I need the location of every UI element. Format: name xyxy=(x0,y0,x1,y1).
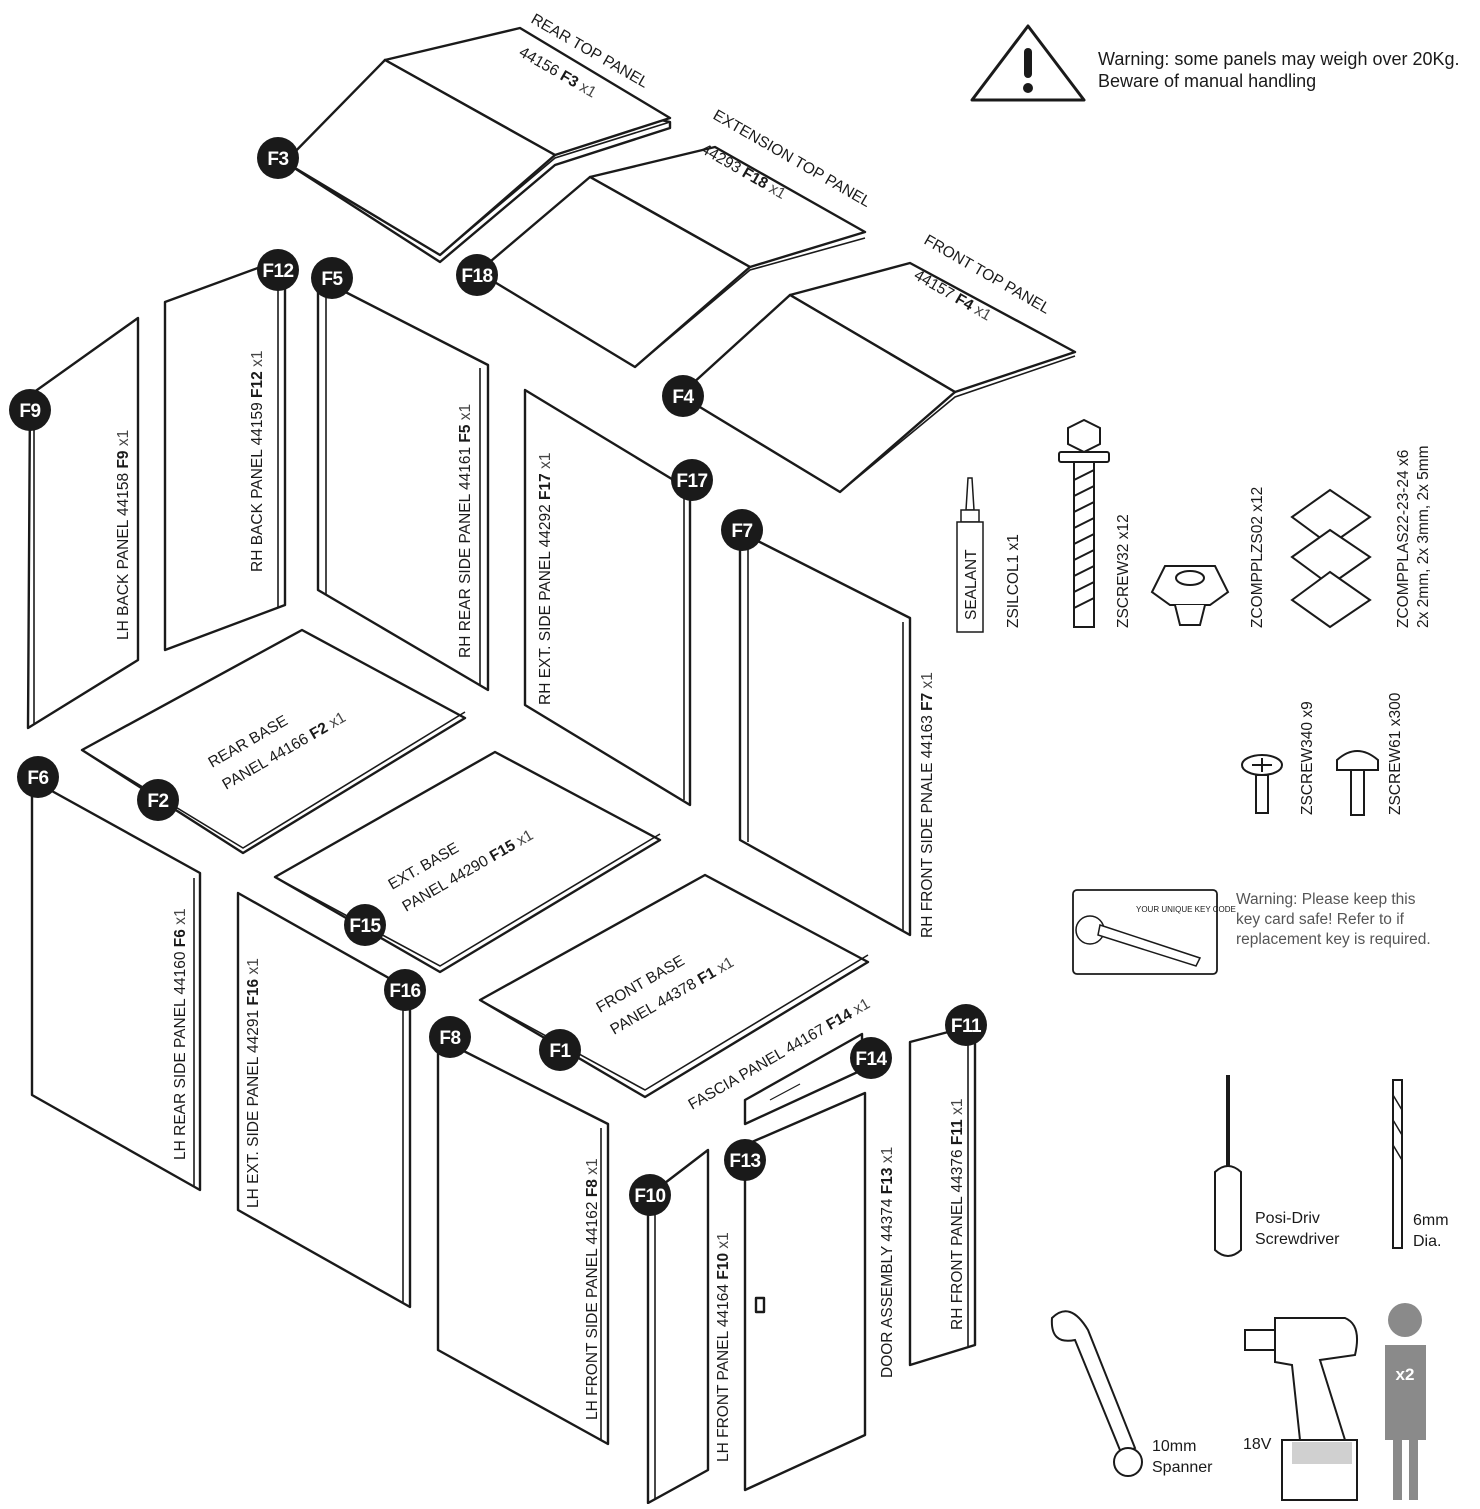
drill-bit-label-2: Dia. xyxy=(1413,1233,1442,1250)
part-badges: F3 F18 F4 F12 F5 F9 F17 F7 F2 F6 F15 F16… xyxy=(9,137,987,1216)
key-card-icon xyxy=(1072,889,1218,975)
zcompplas-detail: 2x 2mm, 2x 3mm, 2x 5mm xyxy=(1415,445,1432,628)
person-icon xyxy=(1385,1303,1426,1500)
zcompplzs02-label: ZCOMPPLZS02 x12 xyxy=(1249,487,1266,628)
badge-f7: F7 xyxy=(721,509,763,551)
label-rh-back: RH BACK PANEL 44159 F12 x1 xyxy=(249,351,266,572)
lh-front-panel xyxy=(646,1148,710,1505)
screwdriver-label-2: Screwdriver xyxy=(1255,1231,1340,1248)
drill-icon xyxy=(1244,1317,1358,1501)
svg-text:F10: F10 xyxy=(634,1186,665,1207)
drill-bit-label-1: 6mm xyxy=(1413,1212,1449,1229)
svg-text:F4: F4 xyxy=(672,387,694,408)
spanner-label-1: 10mm xyxy=(1152,1438,1197,1455)
badge-f10: F10 xyxy=(629,1174,671,1216)
label-rh-ext-side: RH EXT. SIDE PANEL 44292 F17 x1 xyxy=(537,453,554,705)
badge-f15: F15 xyxy=(344,904,386,946)
badge-f12: F12 xyxy=(257,249,299,291)
sealant-code: ZSILCOL1 x1 xyxy=(1005,534,1022,628)
svg-text:F14: F14 xyxy=(855,1049,887,1070)
bolt-icon xyxy=(1058,418,1110,628)
svg-text:F12: F12 xyxy=(262,261,293,282)
svg-text:F16: F16 xyxy=(389,981,420,1002)
svg-text:F17: F17 xyxy=(676,471,707,492)
badge-f13: F13 xyxy=(724,1139,766,1181)
label-rh-front-side: RH FRONT SIDE PNALE 44163 F7 x1 xyxy=(919,672,936,938)
spanner-icon xyxy=(1050,1310,1143,1477)
svg-text:F7: F7 xyxy=(731,521,752,542)
label-rh-front: RH FRONT PANEL 44376 F11 x1 xyxy=(949,1099,966,1330)
svg-text:F8: F8 xyxy=(439,1028,460,1049)
screwdriver-icon xyxy=(1214,1075,1242,1257)
label-lh-back: LH BACK PANEL 44158 F9 x1 xyxy=(115,430,132,640)
key-card-title: YOUR UNIQUE KEY CODE xyxy=(1136,905,1236,914)
drill-bit-label: 6mm Dia. xyxy=(1413,1210,1449,1252)
label-lh-front-side: LH FRONT SIDE PANEL 44162 F8 x1 xyxy=(584,1158,601,1420)
svg-text:F1: F1 xyxy=(549,1041,571,1062)
badge-f11: F11 xyxy=(945,1004,987,1046)
badge-f3: F3 xyxy=(257,137,299,179)
badge-f14: F14 xyxy=(850,1037,892,1079)
svg-text:F6: F6 xyxy=(27,768,48,789)
badge-f5: F5 xyxy=(311,257,353,299)
pan-head-screw-icon xyxy=(1336,750,1379,816)
spanner-label-2: Spanner xyxy=(1152,1459,1213,1476)
svg-text:F11: F11 xyxy=(951,1016,982,1037)
key-card-warning: Warning: Please keep this key card safe!… xyxy=(1236,891,1431,948)
rh-front-side-panel xyxy=(738,530,912,937)
extension-top-panel xyxy=(476,145,867,369)
badge-f8: F8 xyxy=(429,1016,471,1058)
svg-text:F3: F3 xyxy=(267,149,288,170)
weight-warning: Warning: some panels may weigh over 20Kg… xyxy=(1098,49,1460,91)
badge-f2: F2 xyxy=(137,779,179,821)
svg-text:F15: F15 xyxy=(349,916,381,937)
label-lh-ext-side: LH EXT. SIDE PANEL 44291 F16 x1 xyxy=(245,958,262,1208)
badge-f17: F17 xyxy=(671,459,713,501)
badge-f6: F6 xyxy=(17,756,59,798)
label-lh-front: LH FRONT PANEL 44164 F10 x1 xyxy=(715,1232,732,1462)
sealant-tube-icon xyxy=(956,477,984,633)
svg-text:F13: F13 xyxy=(729,1151,760,1172)
zscrew32-label: ZSCREW32 x12 xyxy=(1115,514,1132,628)
lh-back-panel xyxy=(26,316,140,730)
people-count: x2 xyxy=(1396,1365,1415,1384)
warning-triangle-icon xyxy=(970,24,1086,102)
door-assembly xyxy=(743,1091,867,1492)
rh-back-panel xyxy=(163,256,287,652)
spanner-label: 10mm Spanner xyxy=(1152,1436,1213,1478)
svg-text:F9: F9 xyxy=(19,401,40,422)
screwdriver-label-1: Posi-Driv xyxy=(1255,1210,1320,1227)
lh-rear-side-panel xyxy=(30,778,202,1192)
badge-f18: F18 xyxy=(456,254,498,296)
screwdriver-label: Posi-Driv Screwdriver xyxy=(1255,1208,1339,1250)
spacer-pads-icon xyxy=(1290,488,1372,629)
sealant-name: SEALANT xyxy=(963,549,980,620)
label-lh-rear-side: LH REAR SIDE PANEL 44160 F6 x1 xyxy=(172,908,189,1160)
label-rh-rear-side: RH REAR SIDE PANEL 44161 F5 x1 xyxy=(457,404,474,658)
zscrew61-label: ZSCREW61 x300 xyxy=(1387,692,1404,815)
countersunk-screw-icon xyxy=(1241,754,1283,814)
badge-f9: F9 xyxy=(9,389,51,431)
zscrew340-label: ZSCREW340 x9 xyxy=(1299,701,1316,815)
badge-f16: F16 xyxy=(384,969,426,1011)
lh-ext-side-panel xyxy=(236,891,412,1309)
rh-rear-side-panel xyxy=(316,276,490,692)
badge-f1: F1 xyxy=(539,1029,581,1071)
svg-text:F5: F5 xyxy=(321,269,343,290)
badge-f4: F4 xyxy=(662,375,704,417)
lh-front-side-panel xyxy=(436,1036,610,1446)
svg-text:F18: F18 xyxy=(461,266,492,287)
label-door: DOOR ASSEMBLY 44374 F13 x1 xyxy=(879,1147,896,1378)
svg-text:F2: F2 xyxy=(147,791,168,812)
front-top-panel xyxy=(678,261,1077,494)
drill-bit-icon xyxy=(1392,1079,1403,1249)
rear-top-panel xyxy=(283,26,672,264)
rh-ext-side-panel xyxy=(523,388,692,807)
plastic-washer-icon xyxy=(1150,565,1230,626)
zcompplas-label: ZCOMPPLAS22-23-24 x6 xyxy=(1395,450,1412,628)
drill-voltage-label: 18V xyxy=(1243,1436,1272,1453)
